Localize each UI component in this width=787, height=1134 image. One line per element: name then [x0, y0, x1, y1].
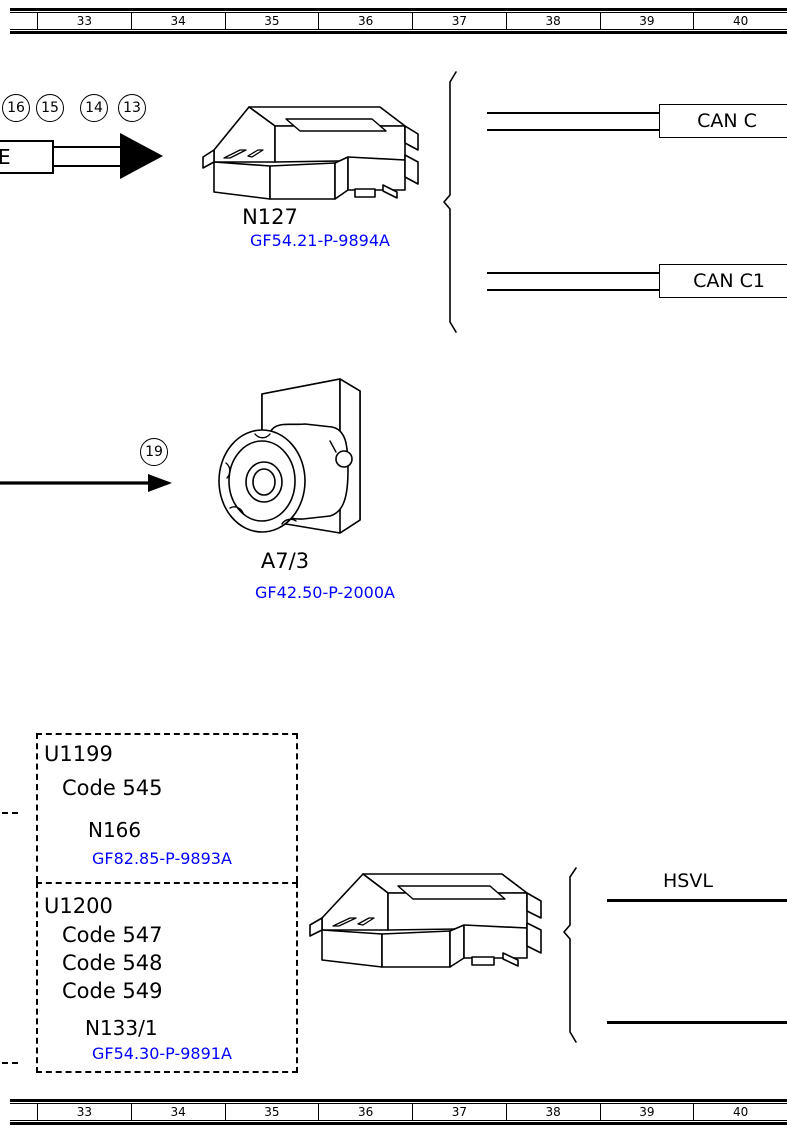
component-name-n127: N127: [242, 205, 298, 229]
ruler-cells-bottom: 33 34 35 36 37 38 39 40: [10, 1103, 787, 1121]
circled-ref-14: 14: [80, 94, 108, 122]
ruler-cell-38: 38: [507, 12, 601, 30]
option-code-u1200: U1200: [44, 894, 113, 918]
bus-label-can-c: CAN C: [659, 104, 787, 138]
option-code-549: Code 549: [62, 979, 163, 1003]
component-name-n133-1: N133/1: [85, 1016, 158, 1040]
circled-ref-16: 16: [2, 94, 30, 122]
ruler-cell-35-bottom: 35: [226, 1103, 320, 1121]
terminal-label-e: E: [0, 140, 54, 174]
ruler-cell-35: 35: [226, 12, 320, 30]
option-box-u1200: [36, 882, 298, 1073]
circled-ref-19: 19: [140, 438, 168, 466]
arrowhead-to-n127: [120, 133, 163, 179]
bus-label-can-c1: CAN C1: [659, 264, 787, 298]
ruler-cell-33-bottom: 33: [38, 1103, 132, 1121]
ruler-cell-36-bottom: 36: [319, 1103, 413, 1121]
column-ruler-top: 33 34 35 36 37 38 39 40: [0, 8, 787, 34]
wire-can-c1: [487, 272, 662, 291]
ruler-inner-frame-bottom: [10, 1103, 787, 1121]
ruler-cell-39-bottom: 39: [601, 1103, 695, 1121]
ruler-lead-cell: [10, 12, 38, 30]
wire-e-to-n127: [54, 146, 120, 167]
arrowhead-to-a7-3: [148, 474, 172, 492]
bus-brace-can: [443, 71, 457, 333]
document-ref-n166[interactable]: GF82.85-P-9893A: [92, 849, 232, 868]
document-ref-a7-3[interactable]: GF42.50-P-2000A: [255, 583, 395, 602]
wire-hsvl-upper: [607, 899, 787, 902]
option-box-u1199: [36, 733, 298, 882]
ruler-top-rule: [10, 8, 787, 11]
ruler-cell-40-bottom: 40: [732, 1105, 749, 1119]
ruler-cell-38-bottom: 38: [507, 1103, 601, 1121]
ruler-cell-39: 39: [601, 12, 695, 30]
control-unit-ecu-icon-n127: [202, 106, 419, 200]
bus-label-hsvl: HSVL: [663, 870, 713, 892]
document-ref-n127[interactable]: GF54.21-P-9894A: [250, 231, 390, 250]
ruler-cell-33: 33: [38, 12, 132, 30]
bus-brace-hsvl: [563, 867, 577, 1043]
component-name-n166: N166: [88, 818, 142, 842]
circled-ref-15: 15: [36, 94, 64, 122]
ruler-cell-34: 34: [132, 12, 226, 30]
option-group-bracket-left: [0, 812, 18, 1064]
ruler-cell-37-bottom: 37: [413, 1103, 507, 1121]
component-name-a7-3: A7/3: [260, 549, 310, 573]
ruler-bottom-rule-bottom: [10, 1122, 787, 1125]
option-code-u1199: U1199: [44, 742, 113, 766]
wire-can-c: [487, 112, 662, 131]
ruler-inner-frame: [10, 12, 787, 30]
camera-sensor-icon-a7-3: [218, 378, 361, 534]
circled-ref-13: 13: [118, 94, 146, 122]
option-code-545: Code 545: [62, 776, 163, 800]
ruler-bottom-rule: [10, 31, 787, 34]
ruler-cells-top: 33 34 35 36 37 38 39 40: [10, 12, 787, 30]
ruler-cell-34-bottom: 34: [132, 1103, 226, 1121]
ruler-lead-cell-bottom: [10, 1103, 38, 1121]
ruler-cell-37: 37: [413, 12, 507, 30]
ruler-top-rule-bottom: [10, 1099, 787, 1102]
ruler-cell-40: 40: [732, 14, 749, 28]
wire-hsvl-lower: [607, 1021, 787, 1024]
control-unit-ecu-icon-n133: [309, 873, 542, 968]
column-ruler-bottom: 33 34 35 36 37 38 39 40: [0, 1099, 787, 1125]
ruler-cell-36: 36: [319, 12, 413, 30]
document-ref-n133-1[interactable]: GF54.30-P-9891A: [92, 1044, 232, 1063]
option-code-548: Code 548: [62, 951, 163, 975]
option-code-547: Code 547: [62, 923, 163, 947]
